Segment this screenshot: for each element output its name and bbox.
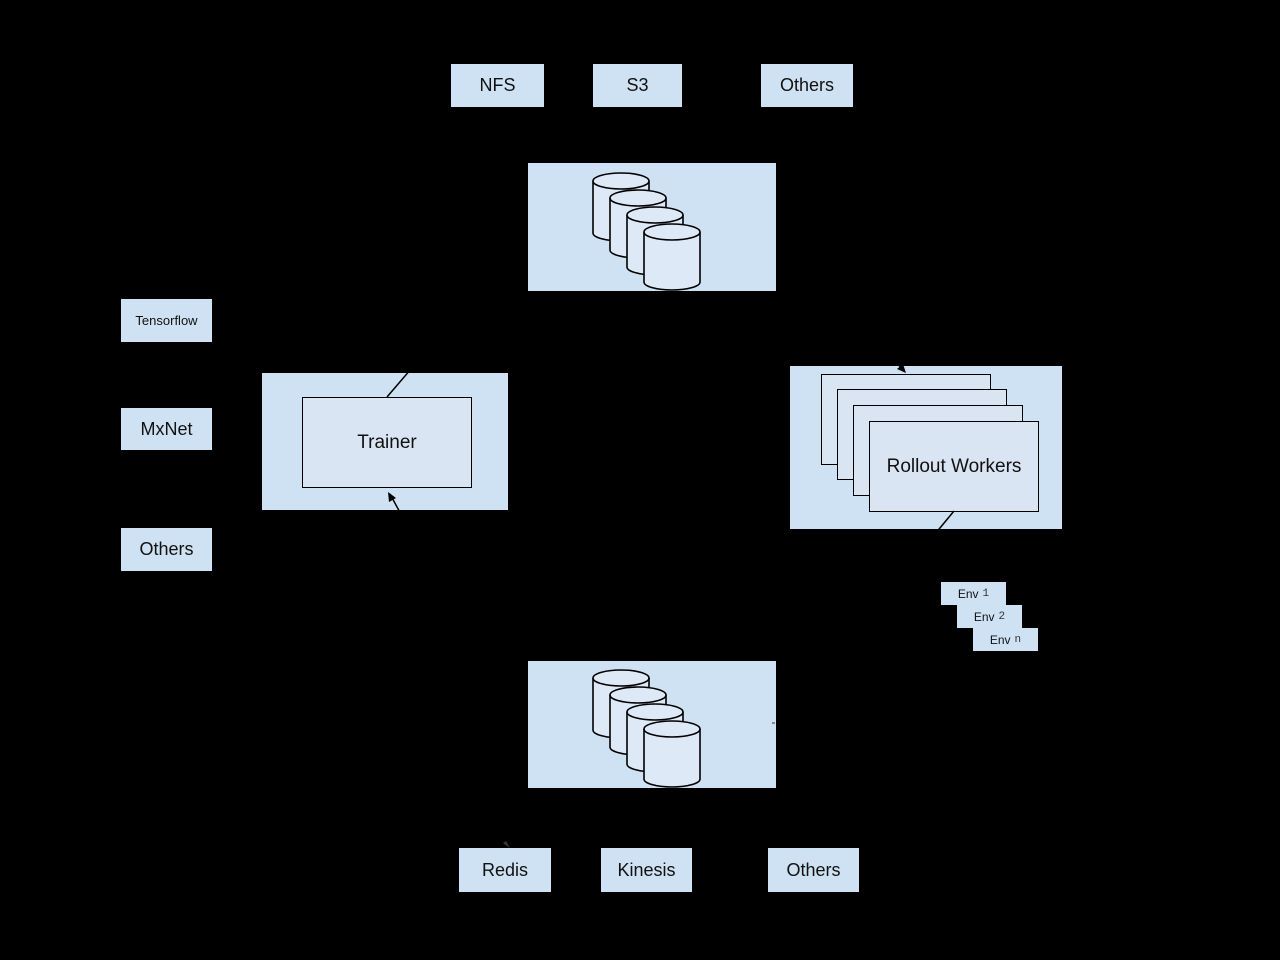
- storage-option-label: Redis: [481, 859, 529, 880]
- storage-option-label: Others: [779, 75, 835, 95]
- env-box-1: Env 1: [941, 582, 1006, 605]
- env-index: n: [1014, 633, 1022, 646]
- storage-option-kinesis: Kinesis: [601, 848, 692, 892]
- env-label: Env: [957, 586, 979, 601]
- database-cylinders-icon: [592, 172, 701, 291]
- model-storage-box: [528, 163, 776, 291]
- redis-arrowhead-fragment-icon: [503, 841, 510, 848]
- rollout-workers-container: Rollout Workers: [790, 366, 1062, 529]
- storage-option-label: S3: [626, 75, 649, 95]
- rollout-workers-label: Rollout Workers: [886, 455, 1022, 477]
- storage-option-label: NFS: [479, 75, 516, 95]
- storage-option-label: Kinesis: [617, 859, 676, 880]
- framework-others: Others: [121, 528, 212, 571]
- env-index: 2: [998, 610, 1006, 623]
- storage-option-others: Others: [761, 64, 853, 107]
- framework-label: Tensorflow: [135, 313, 198, 328]
- env-box-n: Env n: [973, 628, 1038, 651]
- env-box-2: Env 2: [957, 605, 1022, 628]
- trainer-container: Trainer: [262, 373, 508, 510]
- trainer-box: Trainer: [302, 397, 472, 488]
- storage-option-redis: Redis: [459, 848, 551, 892]
- framework-mxnet: MxNet: [121, 408, 212, 450]
- trainer-label: Trainer: [357, 431, 417, 453]
- framework-tensorflow: Tensorflow: [121, 299, 212, 342]
- framework-label: Others: [139, 539, 194, 559]
- memory-backend-box: [528, 661, 776, 788]
- env-label: Env: [973, 609, 995, 624]
- storage-option-others-bottom: Others: [768, 848, 859, 892]
- storage-option-s3: S3: [593, 64, 682, 107]
- framework-label: MxNet: [140, 418, 193, 439]
- storage-option-label: Others: [786, 859, 841, 880]
- database-cylinders-icon: [592, 669, 701, 788]
- rollout-worker-card-front: Rollout Workers: [869, 421, 1039, 512]
- storage-option-nfs: NFS: [451, 64, 544, 107]
- env-index: 1: [982, 587, 990, 600]
- env-label: Env: [989, 632, 1011, 647]
